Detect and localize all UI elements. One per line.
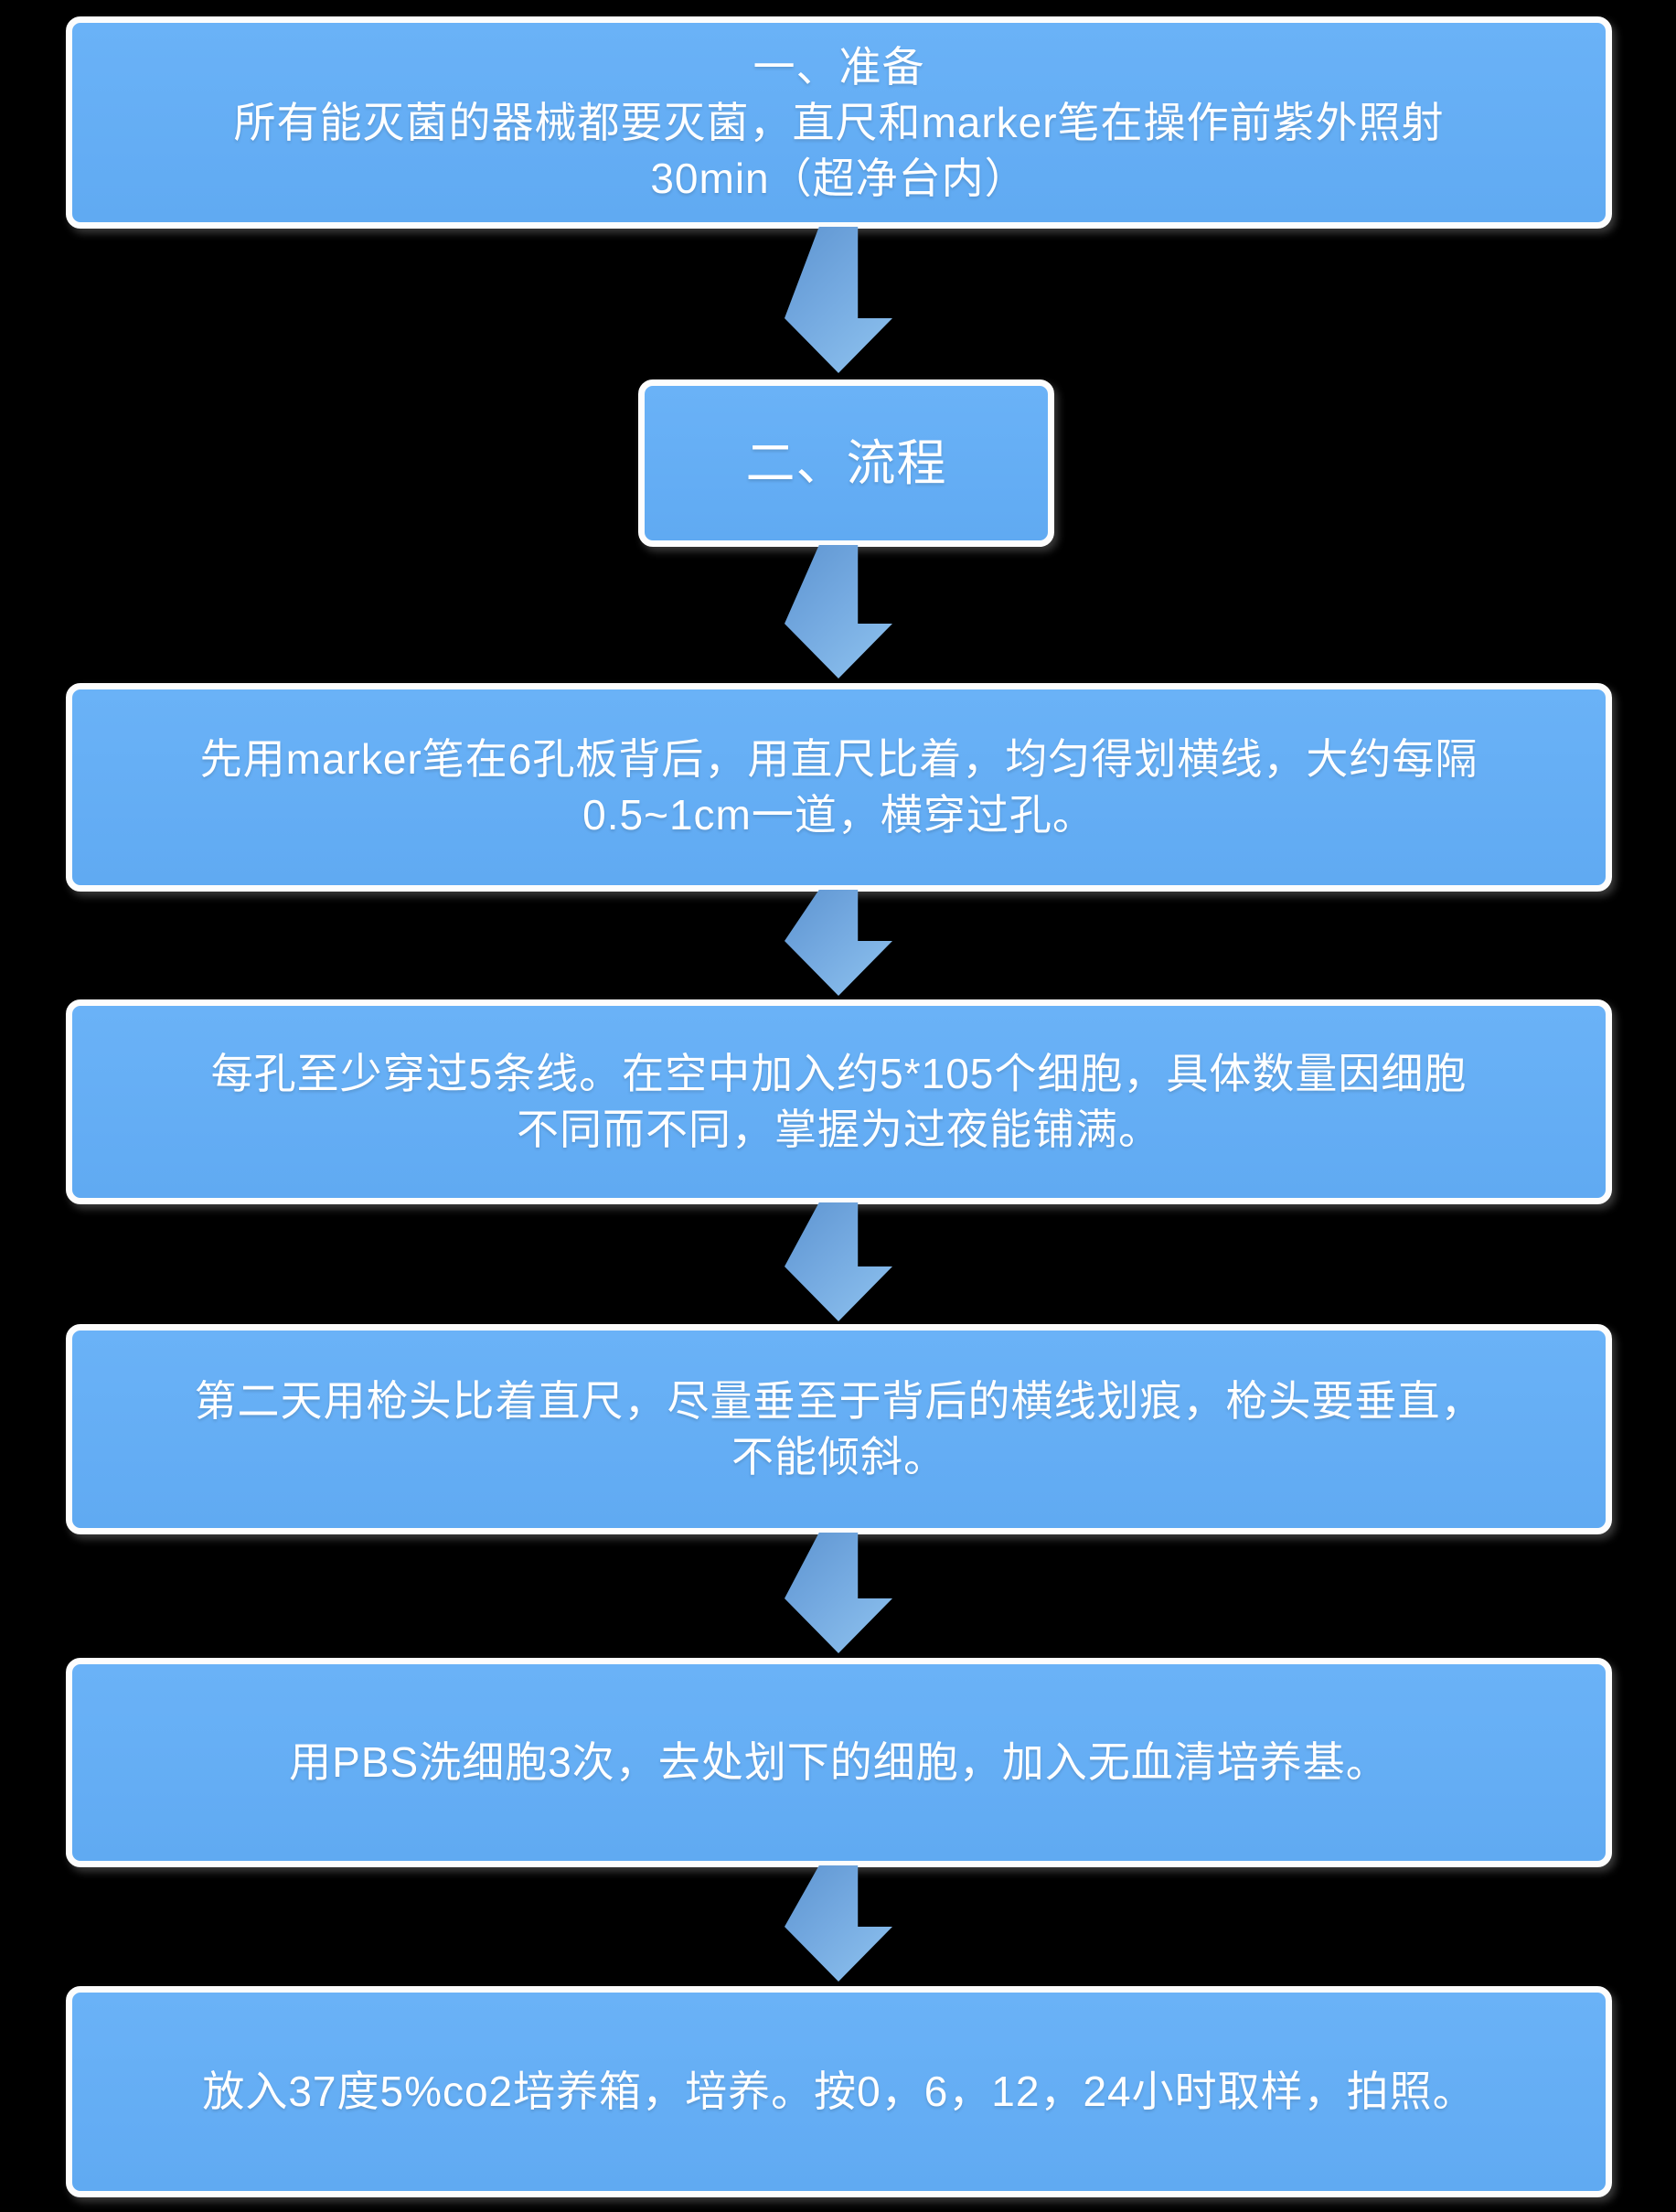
down-arrow-icon: [785, 227, 892, 373]
flow-step-seed-cells-text: 每孔至少穿过5条线。在空中加入约5*105个细胞，具体数量因细胞不同而不同，掌握…: [210, 1050, 1468, 1153]
down-arrow-icon: [785, 545, 892, 679]
down-arrow-icon: [785, 1533, 892, 1653]
flow-step-seed-cells: 每孔至少穿过5条线。在空中加入约5*105个细胞，具体数量因细胞不同而不同，掌握…: [66, 999, 1612, 1204]
flow-step-process-title-text: 二、流程: [745, 435, 947, 491]
flow-step-process-title: 二、流程: [638, 379, 1054, 547]
down-arrow-icon: [785, 890, 892, 996]
down-arrow-icon: [785, 1865, 892, 1982]
flow-step-wash-pbs: 用PBS洗细胞3次，去处划下的细胞，加入无血清培养基。: [66, 1658, 1612, 1867]
flow-step-wash-pbs-text: 用PBS洗细胞3次，去处划下的细胞，加入无血清培养基。: [289, 1738, 1389, 1786]
flow-step-incubate: 放入37度5%co2培养箱，培养。按0，6，12，24小时取样，拍照。: [66, 1986, 1612, 2197]
flow-step-scratch: 第二天用枪头比着直尺，尽量垂至于背后的横线划痕，枪头要垂直，不能倾斜。: [66, 1324, 1612, 1534]
flow-step-incubate-text: 放入37度5%co2培养箱，培养。按0，6，12，24小时取样，拍照。: [202, 2068, 1476, 2115]
down-arrow-icon: [785, 1202, 892, 1321]
flow-step-scratch-text: 第二天用枪头比着直尺，尽量垂至于背后的横线划痕，枪头要垂直，不能倾斜。: [194, 1377, 1484, 1480]
